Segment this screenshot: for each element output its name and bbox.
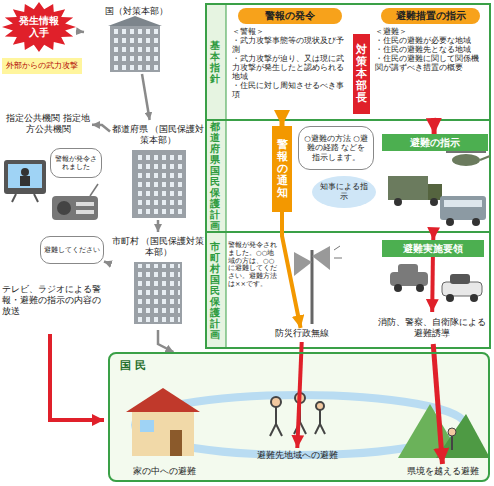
node-text: ・住民の避難先となる地域: [375, 45, 486, 54]
chief-tag: 対策本部長: [353, 34, 370, 114]
flow-arrow: [142, 74, 150, 120]
node-title: 避難措置の指示: [381, 8, 480, 24]
flow-arrow: [92, 125, 110, 132]
plan-panel: [206, 4, 490, 348]
node-title: 国（対策本部）: [84, 6, 188, 17]
flow-arrow: [431, 118, 437, 134]
building: [132, 150, 186, 218]
house: [126, 388, 200, 456]
attack-tag: 外部からの武力攻撃: [2, 58, 82, 74]
tv-set: [4, 160, 46, 202]
flow-arrow: [430, 257, 435, 312]
node-title: 家の中への避難: [118, 464, 210, 478]
flow-arrow: [433, 344, 442, 464]
warning-box: 警報の発令 ＜警報＞・武力攻撃事態等の現状及び予測・武力攻撃が迫り、又は現に武力攻…: [230, 8, 350, 118]
node-title: 基本指針: [210, 40, 220, 84]
public-bodies: 指定公共機関 指定地方公共機関: [4, 108, 92, 140]
node-title: 外部からの武力攻撃: [2, 58, 82, 74]
speech-bubble: ○避難の方法 ○避難の経路 などを指示します。: [298, 126, 374, 170]
node-text: ・住民に対し周知させるべき事項: [232, 81, 348, 99]
radio-caption: 防災行政無線: [266, 328, 338, 342]
node-title: 警報が発令されました。○○地域の方は、○○に避難してください。避難方法は××です…: [228, 242, 278, 289]
node-text: ・武力攻撃事態等の現状及び予測: [232, 36, 348, 54]
municipal-hq: 市町村 （国民保護対策本部）: [110, 232, 206, 330]
flow-arrow: [76, 30, 84, 33]
scene-caption: 避難先地域への避難: [242, 448, 352, 462]
flow-arrow: [280, 118, 285, 126]
node-title: 避難してください: [44, 246, 100, 254]
building: [134, 262, 182, 324]
node-title: 知事による指示: [320, 182, 368, 201]
plan-row: 都道府県国民保護計画 警報の通知 ○避難の方法 ○避難の経路 などを指示します。知事…: [206, 120, 490, 232]
column-divider: [226, 4, 227, 348]
node-title: 警報の通知: [277, 139, 288, 199]
node-text: ＜警報＞: [232, 27, 348, 36]
flow-arrow: [431, 228, 435, 240]
node-title: 消防、警察、自衛隊による避難誘導: [378, 317, 486, 338]
node-title: 避難の指示: [382, 134, 488, 151]
plan-column: [206, 4, 226, 348]
node-text: ・住民の避難が必要な地域: [375, 36, 486, 45]
instruction-box: 避難の指示: [382, 134, 488, 228]
cars: [390, 264, 482, 302]
national-hq: 国（対策本部）: [84, 2, 188, 74]
building: [108, 16, 162, 72]
broadcast-note: テレビ、ラジオによる警報・避難の指示の内容の放送: [2, 284, 106, 317]
flow-arrow: [157, 220, 160, 232]
vehicles: [388, 152, 490, 226]
row-divider: [206, 231, 490, 233]
row-divider: [206, 119, 490, 121]
radio-set: [52, 184, 98, 220]
flow-arrow: [158, 330, 173, 352]
loudspeaker: [294, 246, 342, 324]
mountains: [398, 404, 490, 458]
node-title: 対策本部長: [356, 44, 367, 104]
node-title: 市町村 （国民保護対策本部）: [110, 236, 206, 258]
node-title: 発生情報入手: [2, 15, 76, 39]
governor-oval: 知事による指示: [312, 176, 376, 208]
node-title: 都道府県国民保護計画: [210, 121, 220, 231]
plan-row: 基本指針 警報の発令 ＜警報＞・武力攻撃事態等の現状及び予測・武力攻撃が迫り、又は現…: [206, 4, 490, 120]
node-text: ＜避難＞: [375, 27, 486, 36]
node-title: ○避難の方法 ○避難の経路 などを指示します。: [303, 134, 369, 162]
guidance-text: 消防、警察、自衛隊による避難誘導: [378, 312, 486, 344]
broadcast-arrow: [50, 334, 104, 420]
node-title: 防災行政無線: [266, 328, 338, 339]
notice-arrow: 警報の通知: [272, 126, 292, 212]
flow-arrow: [104, 262, 110, 264]
broadcast-text: 警報が発令されました。○○地域の方は、○○に避難してください。避難方法は××です…: [228, 242, 278, 312]
node-text: ・住民の避難に関して関係機関が講ずべき措置の概要: [375, 54, 486, 72]
node-title: 避難先地域への避難: [242, 448, 352, 462]
procedure-band: 避難実施要領: [382, 240, 484, 257]
burst-shape: [2, 2, 76, 52]
flow-arrow: [282, 212, 301, 328]
node-title: 警報の発令: [238, 8, 342, 24]
node-text: ・武力攻撃が迫り、又は現に武力攻撃が発生したと認められる地域: [232, 54, 348, 81]
speech-bubble: 警報が発令されました: [50, 148, 102, 178]
node-title: 県境を越える避難: [398, 464, 488, 478]
node-title: 都道府県 （国民保護対策本部）: [110, 124, 206, 146]
node-title: 指定公共機関 指定地方公共機関: [4, 113, 92, 134]
node-title: 警報が発令されました: [54, 155, 98, 172]
node-title: 国 民: [110, 354, 488, 373]
plan-row: 市町村国民保護計画警報が発令されました。○○地域の方は、○○に避難してください。…: [206, 232, 490, 348]
scene-caption: 家の中への避難: [118, 464, 210, 478]
citizens-box: 国 民家の中への避難 避難先地域への避難県境を越える避難: [108, 352, 490, 482]
node-title: 避難実施要領: [382, 240, 484, 257]
node-title: 市町村国民保護計画: [210, 241, 220, 340]
scene-caption: 県境を越える避難: [398, 464, 488, 478]
flow-arrow: [297, 342, 301, 448]
evacuation-box: 避難措置の指示 ＜避難＞・住民の避難が必要な地域・住民の避難先となる地域・住民の避…: [373, 8, 488, 118]
alert-burst: 発生情報入手: [2, 2, 76, 52]
prefecture-hq: 都道府県 （国民保護対策本部）: [110, 120, 206, 220]
speech-bubble: 避難してください: [40, 236, 104, 264]
